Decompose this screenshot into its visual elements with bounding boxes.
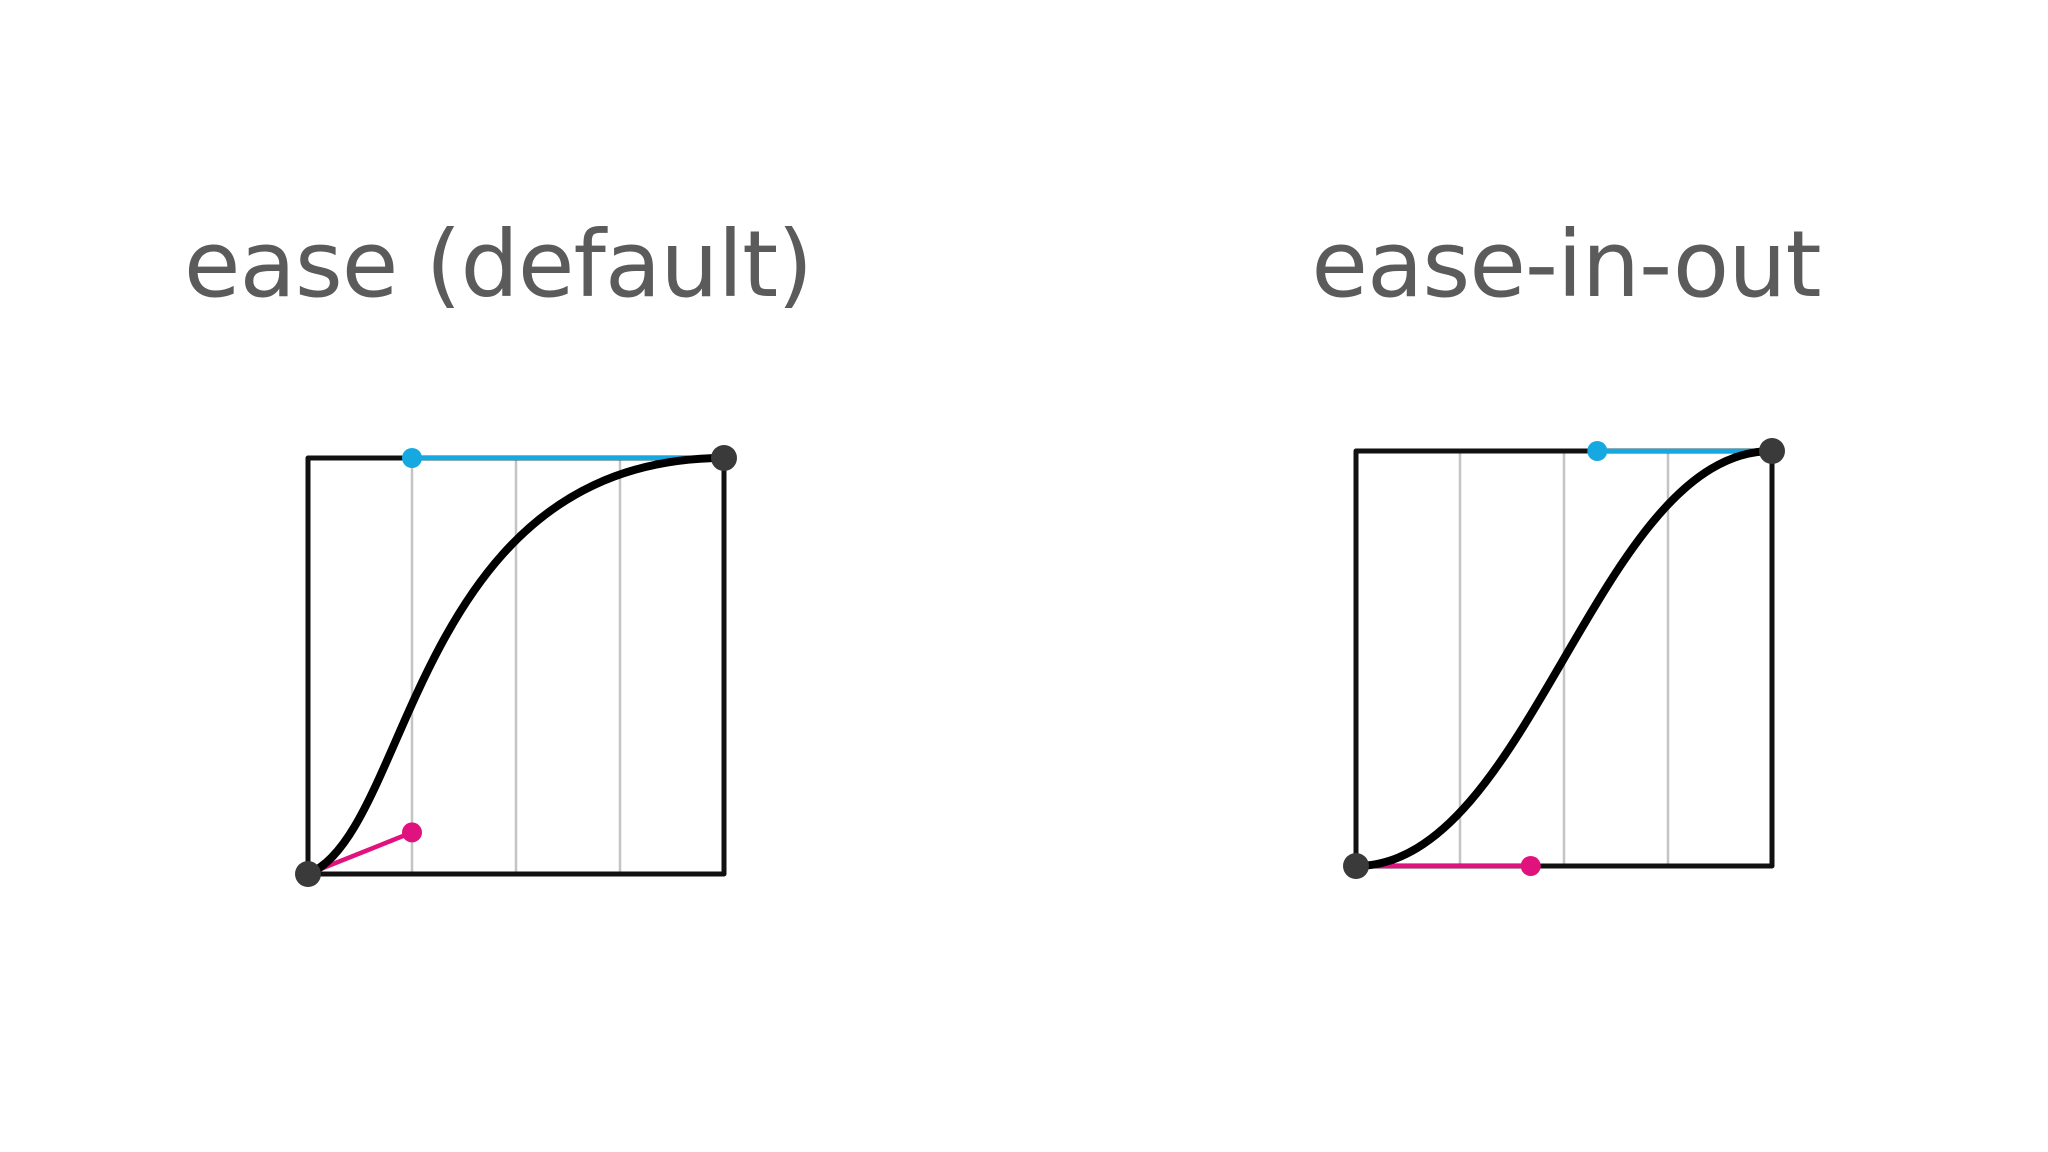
- diagram-ease-in-out: ease-in-out: [1024, 0, 2048, 1152]
- end-point: [1759, 438, 1785, 464]
- diagram-title: ease (default): [183, 211, 813, 318]
- diagram-ease-default: ease (default): [183, 211, 813, 887]
- p1-control-point: [402, 822, 422, 843]
- end-point: [711, 445, 737, 471]
- plot-frame: [1353, 448, 1775, 869]
- diagram-title: ease-in-out: [1311, 211, 1821, 318]
- start-point: [1343, 853, 1369, 879]
- bezier-curve: [1352, 447, 1776, 870]
- bezier-plot: [295, 445, 737, 887]
- bezier-plot: [1343, 438, 1785, 879]
- start-point: [295, 861, 321, 887]
- p2-control-point: [402, 448, 422, 468]
- p1-control-point: [1520, 856, 1541, 876]
- bezier-curve: [304, 454, 728, 878]
- p2-control-point: [1587, 441, 1608, 461]
